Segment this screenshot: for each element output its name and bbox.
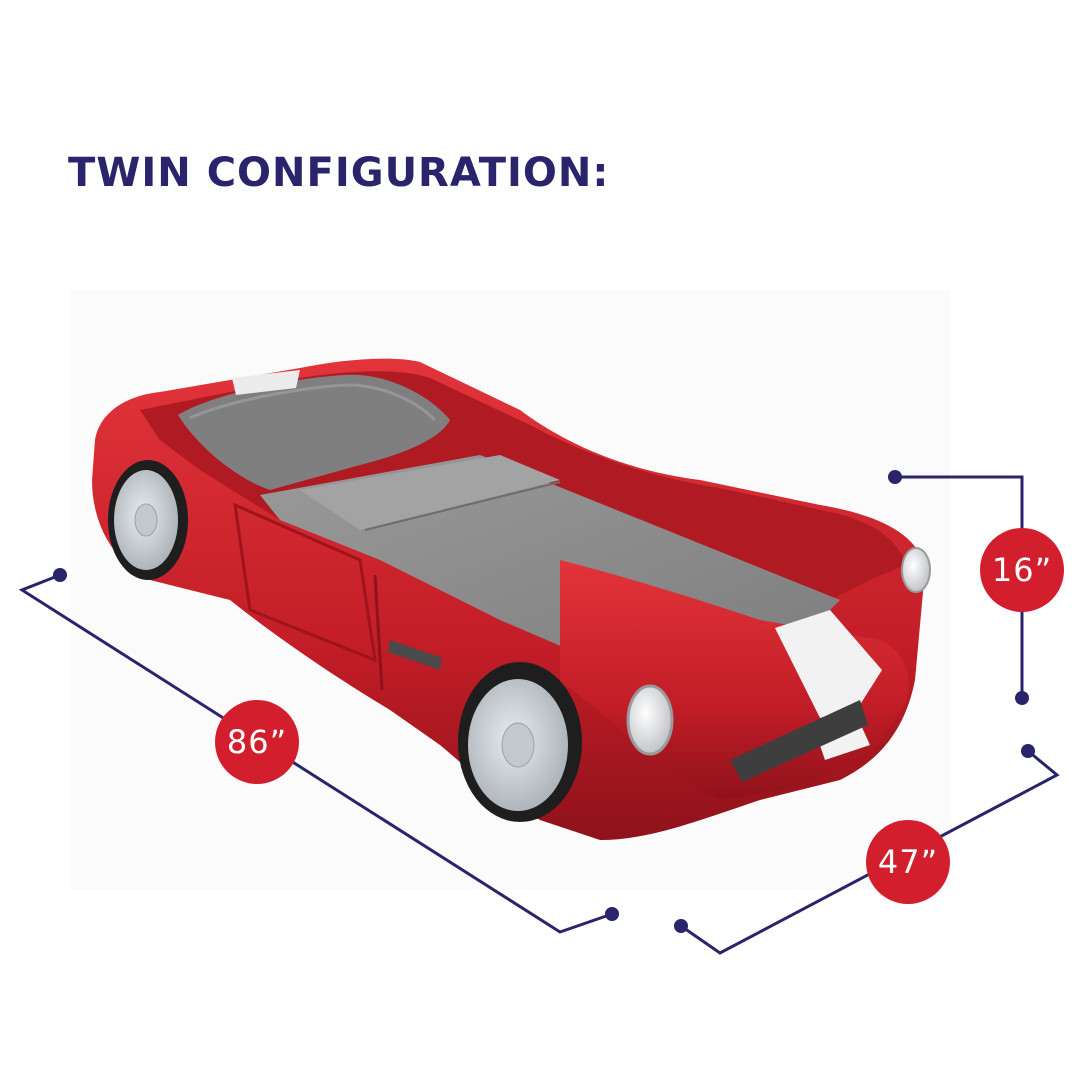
page-title: TWIN CONFIGURATION:	[68, 150, 610, 196]
dimension-endpoint-dot	[1021, 744, 1035, 758]
dimension-endpoint-dot	[605, 907, 619, 921]
dimension-height-line	[895, 475, 1024, 698]
dimension-endpoint-dot	[53, 568, 67, 582]
width-badge: 47”	[866, 820, 950, 904]
car-bed	[92, 358, 931, 840]
dimension-endpoint-dot	[1015, 691, 1029, 705]
length-badge: 86”	[215, 700, 299, 784]
height-badge: 16”	[980, 528, 1064, 612]
dimension-endpoint-dot	[888, 470, 902, 484]
dimension-endpoint-dot	[674, 919, 688, 933]
